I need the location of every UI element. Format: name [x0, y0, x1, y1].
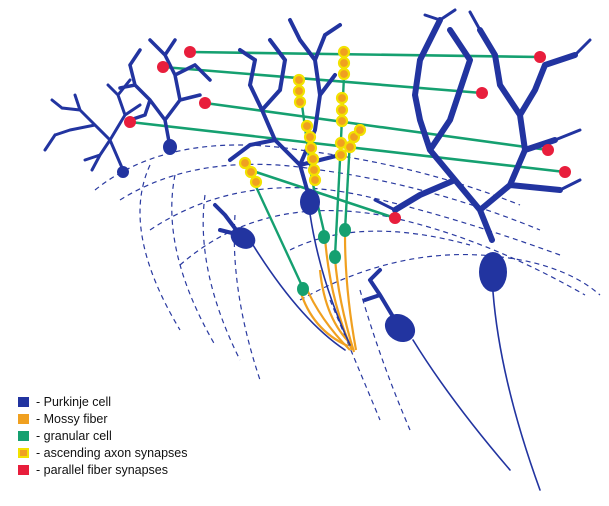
- granule-cell-body: [318, 230, 330, 244]
- ascending-axon-synapse: [294, 75, 304, 85]
- ascending-axon-synapse: [339, 58, 349, 68]
- parallel-fiber-synapse: [199, 97, 211, 109]
- legend: - Purkinje cell - Mossy fiber - granular c…: [18, 393, 258, 478]
- legend-swatch: [18, 465, 29, 475]
- parallel-fiber-synapse: [542, 144, 554, 156]
- ascending-axon-synapse: [305, 132, 315, 142]
- legend-item: - granular cell: [18, 427, 258, 444]
- legend-item: - Mossy fiber: [18, 410, 258, 427]
- granule-cell-body: [329, 250, 341, 264]
- parallel-fiber-synapse: [534, 51, 546, 63]
- ascending-axon-synapse: [251, 177, 261, 187]
- ascending-axon-synapse: [345, 142, 355, 152]
- mossy-fiber: [345, 235, 356, 350]
- purkinje-cell: [120, 40, 210, 155]
- legend-swatch: [18, 414, 29, 424]
- legend-swatch: [18, 431, 29, 441]
- granule-cells: [297, 223, 351, 296]
- ascending-axon-synapse: [337, 116, 347, 126]
- layer-boundary: [140, 165, 180, 330]
- layer-boundary: [330, 300, 380, 420]
- ascending-axon-synapse: [337, 93, 347, 103]
- legend-swatch: [18, 448, 29, 458]
- ascending-axon-synapse: [308, 154, 318, 164]
- ascending-axon-synapse: [306, 143, 316, 153]
- ascending-axon: [252, 178, 303, 288]
- legend-label: - granular cell: [36, 429, 112, 443]
- legend-item: - ascending axon synapses: [18, 444, 258, 461]
- parallel-fiber-synapse: [184, 46, 196, 58]
- purkinje-cell: [375, 10, 590, 490]
- ascending-axon-synapse: [309, 165, 319, 175]
- legend-item: - parallel fiber synapses: [18, 461, 258, 478]
- layer-boundary: [360, 290, 410, 430]
- parallel-fiber-synapse: [124, 116, 136, 128]
- legend-swatch: [18, 397, 29, 407]
- ascending-axon-synapse: [336, 150, 346, 160]
- legend-label: - Mossy fiber: [36, 412, 108, 426]
- ascending-axon-synapse: [339, 47, 349, 57]
- purkinje-cell: [215, 205, 345, 350]
- mossy-fibers: [300, 235, 356, 352]
- ascending-axon-synapse: [355, 125, 365, 135]
- ascending-axon-synapse: [294, 86, 304, 96]
- parallel-fiber-synapse: [559, 166, 571, 178]
- legend-label: - ascending axon synapses: [36, 446, 187, 460]
- granule-cell-body: [297, 282, 309, 296]
- ascending-axon-synapse: [310, 175, 320, 185]
- ascending-axon-synapse: [246, 167, 256, 177]
- parallel-fiber-synapse: [157, 61, 169, 73]
- ascending-axon-synapse: [302, 121, 312, 131]
- legend-label: - parallel fiber synapses: [36, 463, 168, 477]
- ascending-axon-synapse: [295, 97, 305, 107]
- legend-label: - Purkinje cell: [36, 395, 111, 409]
- ascending-axon-synapse: [337, 105, 347, 115]
- parallel-fiber-synapse: [476, 87, 488, 99]
- purkinje-cell: [45, 80, 140, 178]
- granule-cell-body: [339, 223, 351, 237]
- legend-item: - Purkinje cell: [18, 393, 258, 410]
- parallel-fiber-synapse: [389, 212, 401, 224]
- ascending-axon-synapse: [339, 69, 349, 79]
